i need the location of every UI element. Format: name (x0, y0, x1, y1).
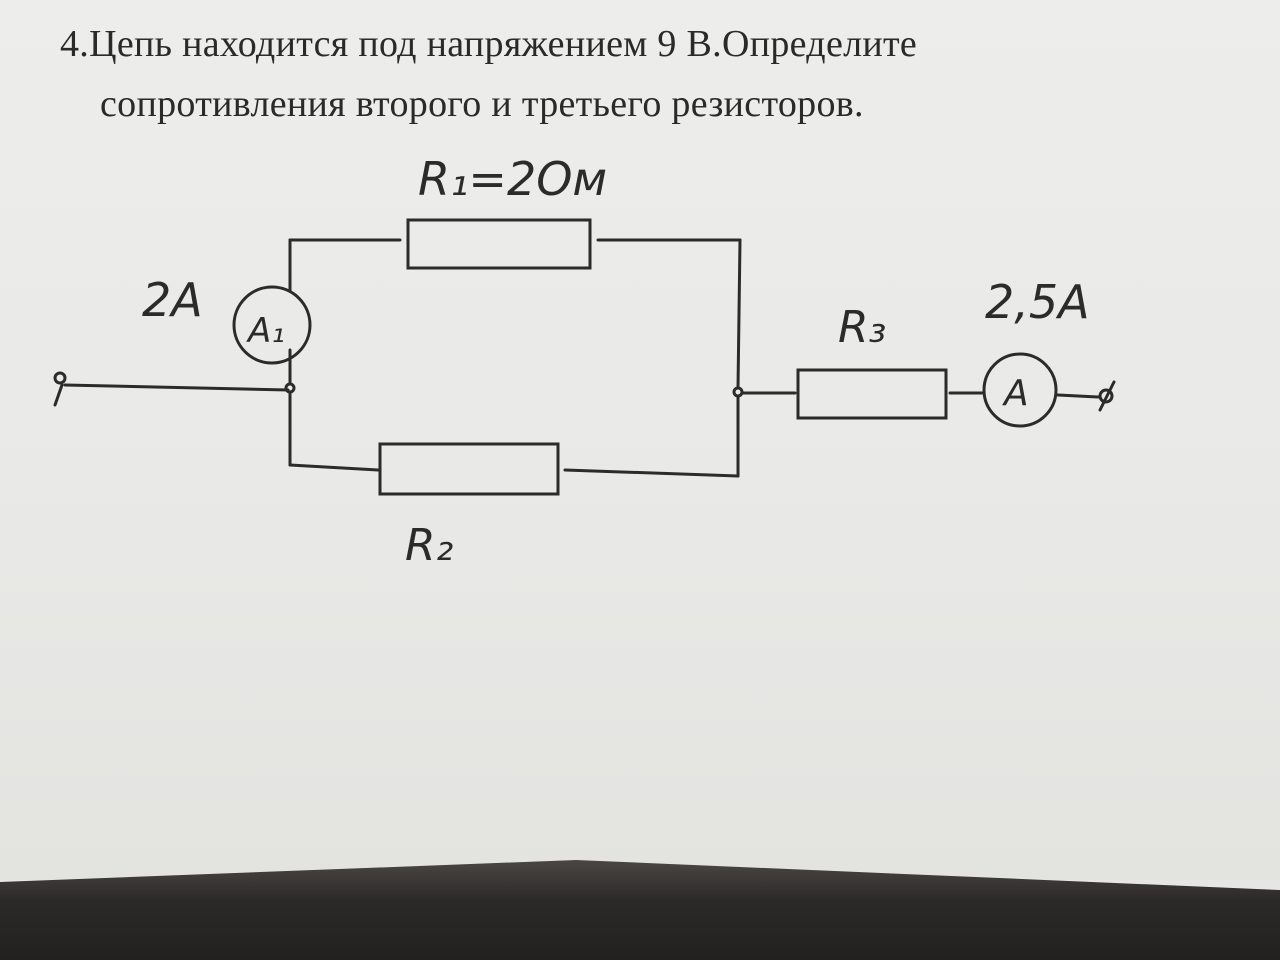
wire-right-upper (736, 238, 742, 390)
input-wire (63, 383, 290, 392)
wire-output (1056, 393, 1100, 399)
wire-to-r2 (288, 463, 380, 472)
r2-label: R₂ (405, 520, 453, 571)
output-terminal (1098, 388, 1114, 404)
problem-line-2: сопротивления второго и третьего резисто… (100, 83, 864, 125)
problem-line-1: 4.Цепь находится под напряжением 9 В.Опр… (60, 23, 918, 65)
paper-sheet (0, 0, 1280, 880)
ammeter-a1-symbol: A₁ (246, 311, 285, 351)
wire-from-r2 (563, 468, 740, 478)
resistor-r2 (378, 442, 560, 496)
ammeter-a1 (232, 285, 312, 365)
resistor-r1 (406, 218, 592, 270)
r3-label: R₃ (838, 302, 886, 353)
input-terminal-tick (53, 383, 64, 407)
ammeter-a-symbol: A (1002, 373, 1029, 414)
ammeter-a (982, 352, 1058, 428)
ammeter-a1-reading: 2А (142, 273, 203, 327)
resistor-r3 (796, 368, 948, 420)
r1-label: R₁=2Ом (418, 152, 607, 206)
output-terminal-tick (1098, 380, 1116, 412)
input-terminal (53, 371, 67, 385)
problem-statement: 4.Цепь находится под напряжением 9 В.Опр… (60, 14, 1240, 134)
right-node (732, 386, 744, 398)
ammeter-a-reading: 2,5А (985, 275, 1090, 329)
